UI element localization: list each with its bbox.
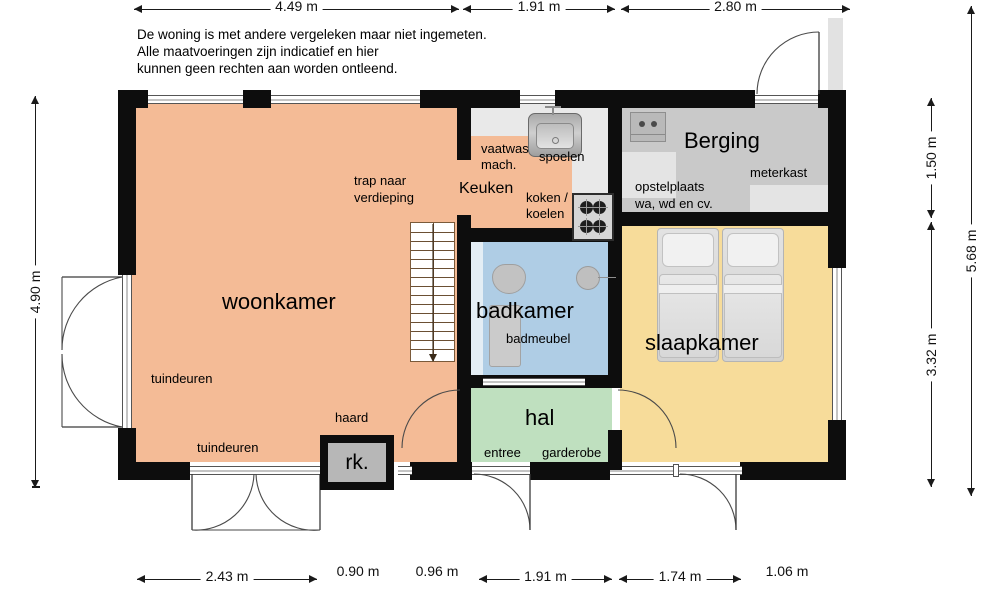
label-vaatwas-machine: vaatwas mach. xyxy=(481,141,529,172)
door-swing-garden-bottom xyxy=(191,473,321,531)
washbasin xyxy=(576,266,600,290)
label-tuindeuren-left: tuindeuren xyxy=(151,371,213,386)
wall-internal-vertical-right-2 xyxy=(608,430,622,470)
rk-box: rk. xyxy=(320,435,394,490)
kitchen-sink xyxy=(528,113,582,157)
dimension-label: 0.90 m xyxy=(336,563,380,579)
wall-top-seg-1 xyxy=(243,90,271,108)
label-opstelplaats: opstelplaats wa, wd en cv. xyxy=(635,179,713,211)
label-garderobe: garderobe xyxy=(542,445,602,460)
door-swing-bedroom-bottom xyxy=(679,473,737,531)
label-trap-naar-verdieping: trap naar verdieping xyxy=(354,173,414,205)
label-badkamer: badkamer xyxy=(476,298,574,323)
label-spoelen: spoelen xyxy=(539,149,585,164)
dimension-label: 0.96 m xyxy=(415,563,459,579)
dimension-bottom-2: 0.90 m xyxy=(320,563,396,581)
dimension-left-endtick xyxy=(32,486,40,488)
dimension-label: 2.43 m xyxy=(200,569,254,583)
label-woonkamer: woonkamer xyxy=(222,289,336,314)
bathroom-vanity xyxy=(489,305,521,367)
bath-wall-strip xyxy=(470,240,483,378)
dimension-right-1: 1.50 m xyxy=(922,98,940,218)
dimension-label: 1.91 m xyxy=(512,0,566,13)
window-left-garden-doors xyxy=(122,275,132,428)
bed-right xyxy=(722,228,784,362)
door-swing-hal-entrance xyxy=(473,473,531,531)
dimension-label: 1.91 m xyxy=(519,569,572,583)
bed-left xyxy=(657,228,719,362)
berging-light-patch-1 xyxy=(620,152,676,198)
berging-side-panel xyxy=(828,18,843,94)
kitchen-tap-arm xyxy=(545,106,561,108)
window-bottom-garden xyxy=(190,466,320,475)
window-bottom-living-right xyxy=(398,466,412,475)
dimension-bottom-1: 2.43 m xyxy=(137,569,317,588)
room-woonkamer xyxy=(128,100,465,462)
kitchen-hob xyxy=(572,193,614,241)
wall-right-upper xyxy=(828,90,846,268)
door-swing-hal-to-bedroom xyxy=(617,389,677,449)
dimension-right-outer: 5.68 m xyxy=(962,6,980,496)
window-top-3 xyxy=(520,95,555,104)
dimension-label: 2.80 m xyxy=(709,0,762,13)
dimension-label: 5.68 m xyxy=(963,224,979,278)
washbasin-pipe xyxy=(598,277,616,278)
door-bad-hal-opening xyxy=(483,378,585,386)
window-top-2 xyxy=(271,95,420,104)
wall-internal-vertical-left xyxy=(457,100,471,160)
stairs-direction-arrow xyxy=(429,224,437,362)
wall-left-upper xyxy=(118,90,136,275)
dimension-bottom-6: 1.06 m xyxy=(745,563,829,581)
wall-bottom-seg-mid xyxy=(530,462,610,480)
dimension-label: 4.49 m xyxy=(270,0,323,13)
label-keuken: Keuken xyxy=(459,180,514,197)
door-swing-hal-to-living xyxy=(401,389,461,449)
wall-bottom-seg-right xyxy=(740,462,846,480)
wall-right-lower xyxy=(828,420,846,480)
wall-bottom-seg-hal xyxy=(410,462,472,480)
label-slaapkamer: slaapkamer xyxy=(645,330,759,355)
door-bottom-hal-opening xyxy=(472,466,530,475)
cv-unit xyxy=(630,112,666,142)
dimension-label: 3.32 m xyxy=(923,328,939,381)
disclaimer-text: De woning is met andere vergeleken maar … xyxy=(137,27,487,76)
label-berging: Berging xyxy=(684,128,760,153)
toilet xyxy=(492,264,526,294)
wall-internal-berging-bedroom xyxy=(608,212,846,226)
dimension-bottom-3: 0.96 m xyxy=(399,563,475,581)
dimension-top-2: 1.91 m xyxy=(463,0,615,18)
label-haard: haard xyxy=(335,410,369,425)
dimension-label: 1.06 m xyxy=(765,563,809,579)
window-mullion-bedroom xyxy=(673,464,679,477)
dimension-bottom-4: 1.91 m xyxy=(479,569,612,588)
door-swing-garden-left-upper xyxy=(61,276,123,351)
window-right-bedroom xyxy=(832,268,842,420)
dimension-label: 1.50 m xyxy=(923,131,939,185)
label-tuindeuren-bottom: tuindeuren xyxy=(197,440,259,455)
kitchen-tap xyxy=(552,106,554,115)
wall-internal-vertical-left-2 xyxy=(457,215,471,463)
dimension-top-3: 2.80 m xyxy=(621,0,850,18)
label-meterkast: meterkast xyxy=(750,165,808,180)
wall-internal-vertical-right xyxy=(608,228,622,388)
door-top-berging-opening xyxy=(755,95,818,104)
dimension-left: 4.90 m xyxy=(26,96,44,488)
wall-top-seg-3 xyxy=(555,90,755,108)
dimension-top-1: 4.49 m xyxy=(134,0,459,18)
dimension-label: 1.74 m xyxy=(653,569,707,583)
door-swing-garden-left-lower xyxy=(61,353,123,428)
window-top-1 xyxy=(148,95,243,104)
wall-bottom-left-corner xyxy=(118,462,190,480)
wall-top-seg-2 xyxy=(420,90,520,108)
door-swing-berging xyxy=(756,31,820,95)
room-hal xyxy=(470,385,612,462)
label-hal: hal xyxy=(525,405,555,430)
dimension-label: 4.90 m xyxy=(27,265,43,319)
label-entree: entree xyxy=(484,445,521,460)
label-badmeubel: badmeubel xyxy=(506,331,571,346)
label-koken-koelen: koken / koelen xyxy=(526,190,568,221)
dimension-right-2: 3.32 m xyxy=(922,222,940,487)
rk-label: rk. xyxy=(345,450,369,474)
dimension-bottom-5: 1.74 m xyxy=(619,569,741,588)
